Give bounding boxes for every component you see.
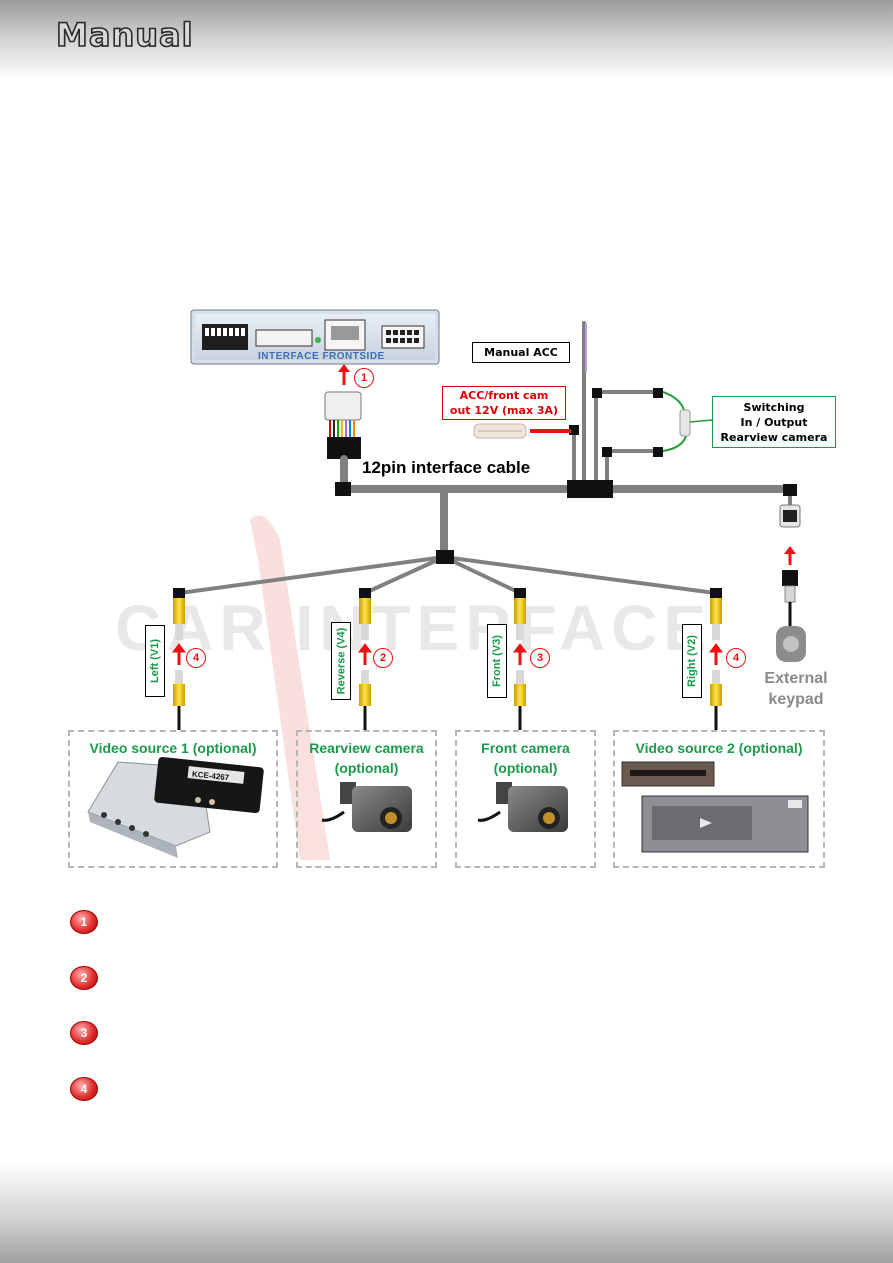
input-label-v1: Left (V1) [145, 625, 165, 697]
rca-arrows [172, 643, 723, 665]
acc-line-1: ACC/front cam [459, 389, 549, 402]
rearview-camera-icon [321, 782, 412, 832]
device-title-line-1: Video source 2 (optional) [635, 740, 803, 756]
rca-connectors [173, 598, 722, 730]
legend-item-4: 4 [70, 1077, 98, 1101]
front-camera-box: Front camera (optional) [455, 730, 596, 868]
badge-v2: 4 [726, 648, 746, 668]
badge-1: 1 [354, 368, 374, 388]
keypad-line-2: keypad [768, 691, 824, 708]
page-title: Manual [55, 15, 194, 55]
external-keypad-label: External keypad [760, 668, 832, 710]
manual-acc-label: Manual ACC [472, 342, 570, 363]
watermark-logo: CAR INTERFACE [115, 515, 712, 860]
device-title-line-1: Front camera [481, 740, 570, 756]
watermark-text: CAR INTERFACE [115, 592, 712, 664]
input-label-text: Right (V2) [686, 635, 699, 687]
device-title-line-2: (optional) [334, 760, 399, 776]
badge-v1: 4 [186, 648, 206, 668]
input-label-v4: Reverse (V4) [331, 622, 351, 700]
device-title: Front camera (optional) [457, 738, 594, 778]
device-title-line-2: (optional) [493, 760, 558, 776]
device-title: Video source 1 (optional) [70, 738, 276, 758]
acc-line-2: out 12V (max 3A) [449, 404, 559, 417]
junction-blocks [173, 388, 797, 598]
keypad-connector [776, 504, 806, 662]
device-title-line-1: Video source 1 (optional) [89, 740, 257, 756]
interface-frontside-label: INTERFACE FRONTSIDE [258, 351, 385, 362]
input-label-text: Front (V3) [491, 635, 504, 687]
rearview-camera-box: Rearview camera (optional) [296, 730, 437, 868]
12pin-connector [324, 391, 362, 459]
device-title: Video source 2 (optional) [615, 738, 823, 758]
switching-wire [662, 391, 713, 452]
manual-acc-text: Manual ACC [484, 346, 558, 359]
input-label-v3: Front (V3) [487, 624, 507, 698]
switch-line-1: Switching [743, 400, 805, 414]
header-band [0, 0, 893, 80]
switch-line-2: In / Output [740, 415, 808, 429]
legend-item-2: 2 [70, 966, 98, 990]
switching-label: Switching In / Output Rearview camera [712, 396, 836, 448]
legend-item-3: 3 [70, 1021, 98, 1045]
acc-output-label: ACC/front cam out 12V (max 3A) [442, 386, 566, 420]
input-label-text: Left (V1) [149, 639, 161, 683]
input-label-v2: Right (V2) [682, 624, 702, 698]
legend-item-1: 1 [70, 910, 98, 934]
cable-title: 12pin interface cable [362, 458, 531, 477]
video-source-1-device: KCE-4267 [87, 756, 264, 858]
device-title-line-1: Rearview camera [309, 740, 424, 756]
video-source-2-device [621, 761, 809, 853]
video-source-1-box: Video source 1 (optional) [68, 730, 278, 868]
acc-output-wire [473, 423, 571, 439]
device-title: Rearview camera (optional) [298, 738, 435, 778]
interface-module [190, 309, 440, 365]
video-source-2-box: Video source 2 (optional) [613, 730, 825, 868]
badge-v4: 2 [373, 648, 393, 668]
switch-line-3: Rearview camera [720, 430, 828, 444]
front-camera-icon [477, 782, 568, 832]
footer-band [0, 1163, 893, 1263]
module-label: KCE-4267 [192, 770, 231, 783]
keypad-line-1: External [764, 670, 828, 687]
input-label-text: Reverse (V4) [335, 627, 347, 695]
arrow-icon [338, 364, 350, 385]
badge-v3: 3 [530, 648, 550, 668]
